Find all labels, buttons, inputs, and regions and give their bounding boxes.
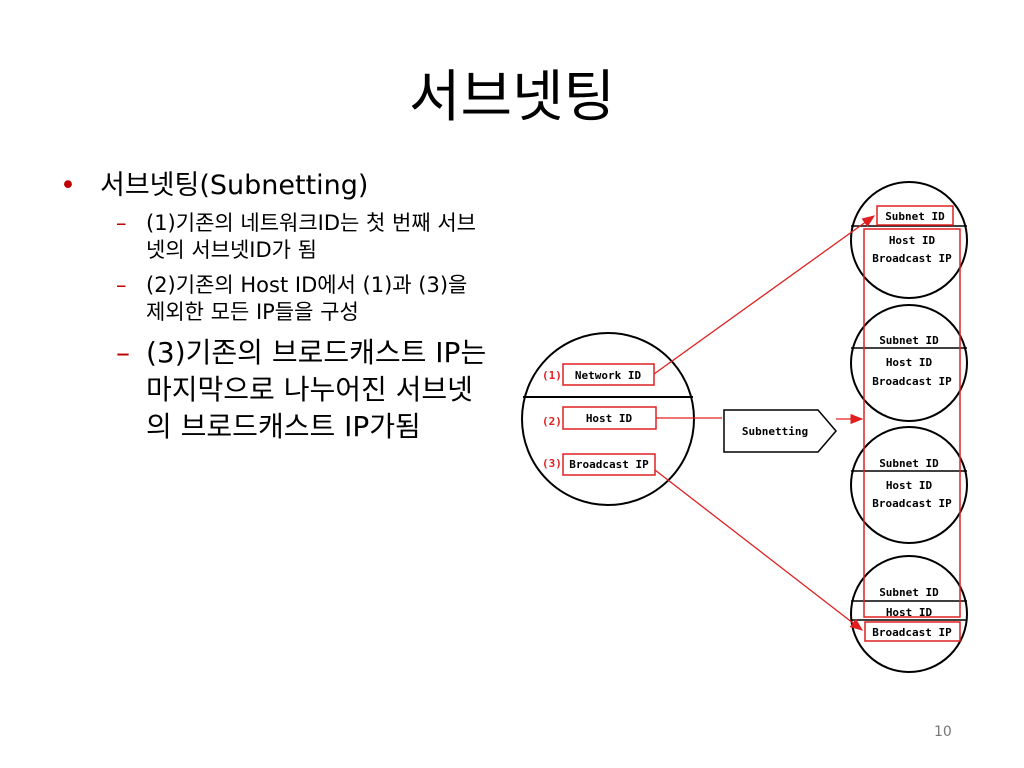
dash-mark: – xyxy=(116,336,130,369)
row-number-3: (3) xyxy=(542,457,562,470)
sub-bullet-text: (3)기존의 브로드캐스트 IP는 마지막으로 나누어진 서브넷의 브로드캐스트… xyxy=(146,336,487,443)
slide-title: 서브넷팅 xyxy=(408,65,616,130)
subnet-id-box xyxy=(876,205,954,226)
dash-mark: – xyxy=(116,211,127,235)
broadcast-ip-label: Broadcast IP xyxy=(569,458,649,471)
network-id-arrow xyxy=(653,215,876,375)
broadcast-ip-label: Broadcast IP xyxy=(872,375,952,388)
broadcast-ip-box xyxy=(864,621,961,642)
row-number-2: (2) xyxy=(542,415,562,428)
sub-bullet-text: (2)기존의 Host ID에서 (1)과 (3)을 제외한 모든 IP들을 구… xyxy=(146,273,468,324)
sub-bullet-1: – (1)기존의 네트워크ID는 첫 번째 서브넷의 서브넷ID가 됨 xyxy=(60,210,490,264)
host-id-label: Host ID xyxy=(886,479,933,492)
sub-bullet-3: – (3)기존의 브로드캐스트 IP는 마지막으로 나누어진 서브넷의 브로드캐… xyxy=(60,334,490,445)
broadcast-ip-box xyxy=(562,453,656,476)
network-id-box xyxy=(562,363,655,386)
broadcast-ip-label: Broadcast IP xyxy=(872,497,952,510)
subnet-id-label: Subnet ID xyxy=(885,210,945,223)
host-id-label: Host ID xyxy=(886,356,933,369)
subnet-circle-2: Subnet ID Host ID Broadcast IP xyxy=(850,304,968,422)
subnet-id-label: Subnet ID xyxy=(879,334,939,347)
bullet-item: • 서브넷팅(Subnetting) xyxy=(60,168,490,204)
sub-bullet-text: (1)기존의 네트워크ID는 첫 번째 서브넷의 서브넷ID가 됨 xyxy=(146,211,476,262)
host-id-label: Host ID xyxy=(889,234,936,247)
page-number: 10 xyxy=(934,724,952,740)
broadcast-ip-arrow xyxy=(654,469,864,631)
host-id-label: Host ID xyxy=(886,606,933,619)
original-network-circle xyxy=(521,332,695,506)
bullet-list: • 서브넷팅(Subnetting) – (1)기존의 네트워크ID는 첫 번째… xyxy=(60,168,490,453)
bullet-text: 서브넷팅(Subnetting) xyxy=(100,170,369,201)
sub-bullet-2: – (2)기존의 Host ID에서 (1)과 (3)을 제외한 모든 IP들을… xyxy=(60,272,490,326)
subnetting-arrow-shape xyxy=(723,409,837,453)
subnet-circle-3: Subnet ID Host ID Broadcast IP xyxy=(850,426,968,544)
subnetting-arrow-label: Subnetting xyxy=(742,425,808,438)
host-id-label: Host ID xyxy=(586,412,633,425)
dash-mark: – xyxy=(116,273,127,297)
subnet-id-label: Subnet ID xyxy=(879,586,939,599)
broadcast-ip-label: Broadcast IP xyxy=(872,252,952,265)
subnet-circle-4: Subnet ID Host ID Broadcast IP xyxy=(850,555,968,673)
subnet-circle-1: Subnet ID Host ID Broadcast IP xyxy=(850,181,968,299)
host-range-bracket xyxy=(863,228,961,618)
bullet-mark: • xyxy=(60,170,76,201)
broadcast-ip-label: Broadcast IP xyxy=(872,626,952,639)
network-id-label: Network ID xyxy=(575,369,642,382)
row-number-1: (1) xyxy=(542,369,562,382)
subnet-id-label: Subnet ID xyxy=(879,457,939,470)
